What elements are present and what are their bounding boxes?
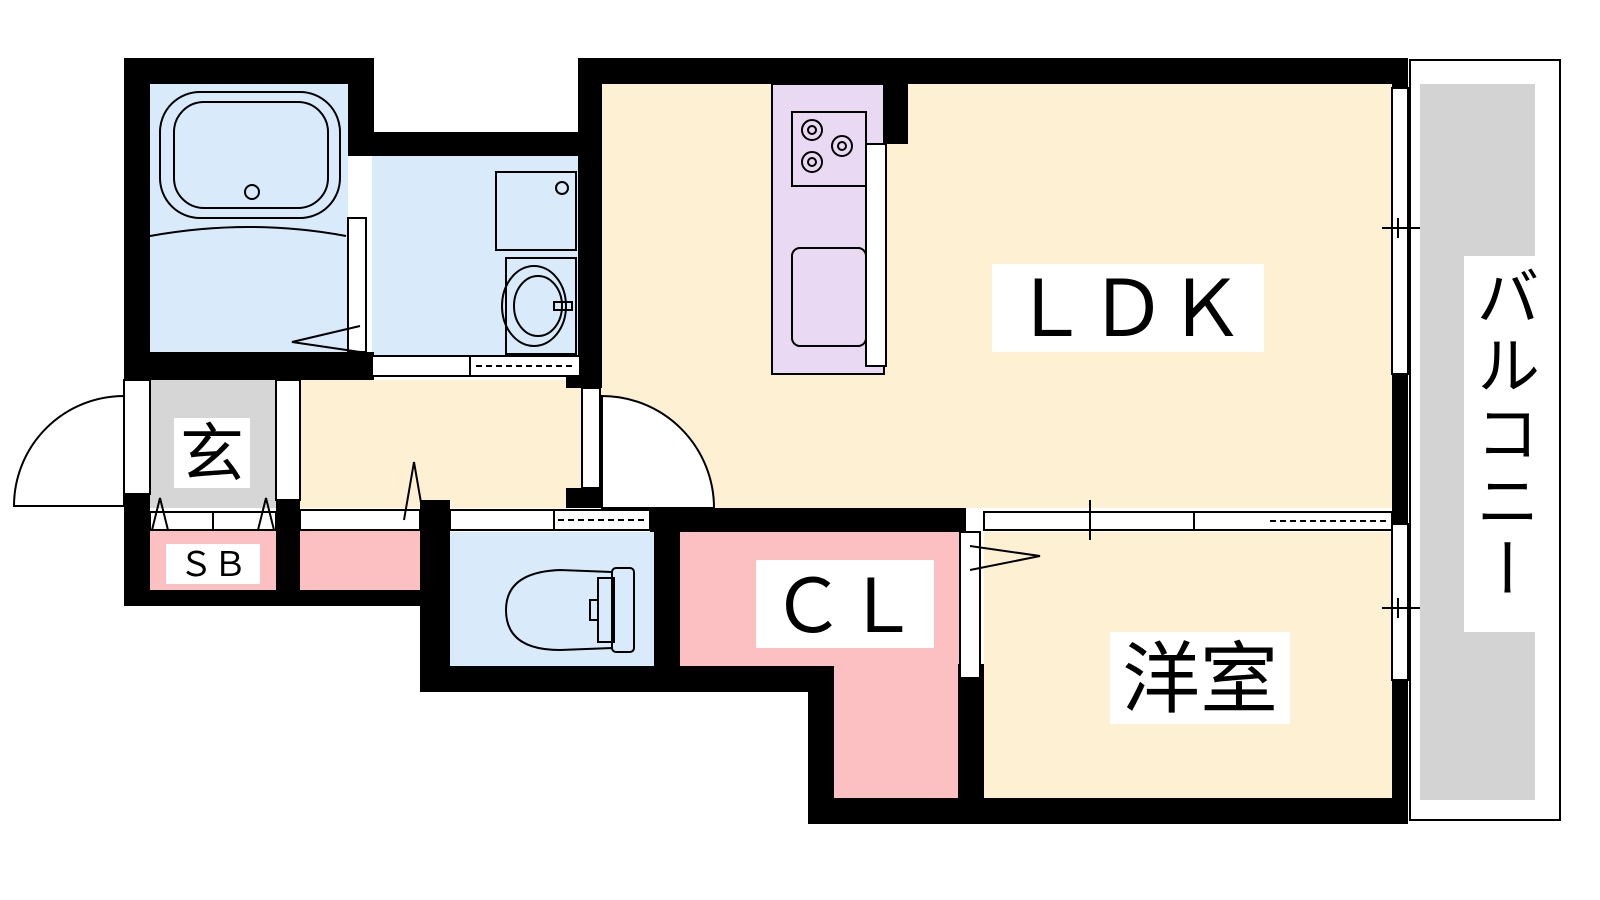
- burner-icon: [837, 141, 847, 151]
- bath-door-frame: [347, 217, 367, 353]
- entrance-label: 玄: [180, 418, 244, 492]
- western-room-label-bg: [1110, 632, 1290, 724]
- walls: [124, 58, 1408, 824]
- wall: [420, 666, 834, 692]
- wall: [124, 58, 150, 380]
- wall: [566, 374, 602, 388]
- wall: [650, 508, 966, 532]
- door-swings: [12, 394, 716, 509]
- faucet-icon: [553, 301, 573, 311]
- wall: [884, 84, 908, 144]
- bath-door-swing: [291, 325, 361, 353]
- toilet-floor: [448, 532, 654, 666]
- entrance-label-bg: [174, 418, 250, 488]
- wall: [654, 508, 680, 690]
- burner-icon: [807, 125, 817, 135]
- storage-door-swing: [403, 461, 425, 521]
- shoe-box-label-bg: [166, 544, 260, 584]
- wash-basin-icon: [501, 265, 567, 347]
- toilet-tank: [611, 567, 635, 653]
- stove-icon: [791, 111, 867, 187]
- ldk-window: [1391, 87, 1409, 375]
- closet-label-bg: [756, 560, 934, 648]
- entrance-frame: [123, 379, 151, 495]
- ldk-door-swing: [601, 394, 716, 509]
- ldk-door-frame: [581, 387, 601, 489]
- burner-icon: [801, 151, 823, 173]
- entrance-door-swing: [12, 394, 125, 507]
- western-room-label: 洋室: [1122, 635, 1278, 725]
- washroom-slider: [469, 355, 581, 377]
- entrance-frame: [275, 379, 301, 501]
- wall: [578, 58, 602, 384]
- wall: [1392, 680, 1408, 824]
- wall: [348, 58, 374, 134]
- bathtub-icon: [159, 91, 341, 219]
- ldk-label-bg: [992, 264, 1264, 352]
- burner-icon: [801, 119, 823, 141]
- wall: [124, 590, 424, 606]
- shoe-box-door-swing: [151, 497, 169, 531]
- wall: [124, 494, 150, 606]
- toilet-icon: [504, 568, 613, 652]
- wall: [1392, 374, 1408, 524]
- bathtub-inner: [173, 101, 329, 209]
- kitchen-sink-icon: [791, 247, 867, 347]
- balcony-label: バルコニー: [1465, 264, 1539, 604]
- kitchen-wall-window: [865, 143, 887, 367]
- wall: [348, 132, 582, 156]
- room-window: [1391, 523, 1409, 681]
- toilet-handle: [589, 599, 599, 621]
- wall: [958, 664, 984, 824]
- wall: [276, 500, 300, 606]
- closet-door-frame: [959, 531, 981, 679]
- washroom-slider: [371, 355, 471, 377]
- shoe-box-door-swing: [257, 497, 275, 531]
- wall: [808, 666, 834, 824]
- wall: [566, 488, 602, 508]
- wall: [1392, 58, 1408, 88]
- washer-pan-icon: [495, 171, 577, 251]
- wall: [420, 500, 450, 530]
- closet-door-swing: [969, 545, 1041, 571]
- basin-bowl: [513, 275, 563, 337]
- hall-floor: [300, 380, 602, 508]
- bath-edge: [149, 226, 347, 237]
- basin-counter: [505, 257, 577, 355]
- balcony-label-bg: [1464, 256, 1540, 632]
- hall-storage-floor: [300, 530, 428, 590]
- toilet-slider: [449, 509, 555, 531]
- burner-icon: [831, 135, 853, 157]
- wall: [124, 352, 374, 380]
- fixtures: [149, 91, 867, 653]
- washer-drain-icon: [555, 181, 569, 195]
- drain-icon: [244, 184, 260, 200]
- washroom-floor: [372, 156, 582, 356]
- wall: [578, 58, 1408, 84]
- wall: [420, 508, 450, 668]
- storage-door: [299, 509, 421, 531]
- closet-label: ＣＬ: [771, 564, 919, 650]
- burner-icon: [807, 157, 817, 167]
- wall: [808, 798, 1408, 824]
- ldk-label: ＬＤＫ: [1011, 265, 1245, 355]
- openings: [123, 87, 1420, 681]
- wall: [124, 58, 374, 84]
- floor-fills: [150, 59, 1561, 821]
- room-labels: ＬＤＫ ＣＬ 洋室 玄 ＳＢ バルコニー: [166, 256, 1540, 725]
- shoe-box-label: ＳＢ: [179, 545, 247, 585]
